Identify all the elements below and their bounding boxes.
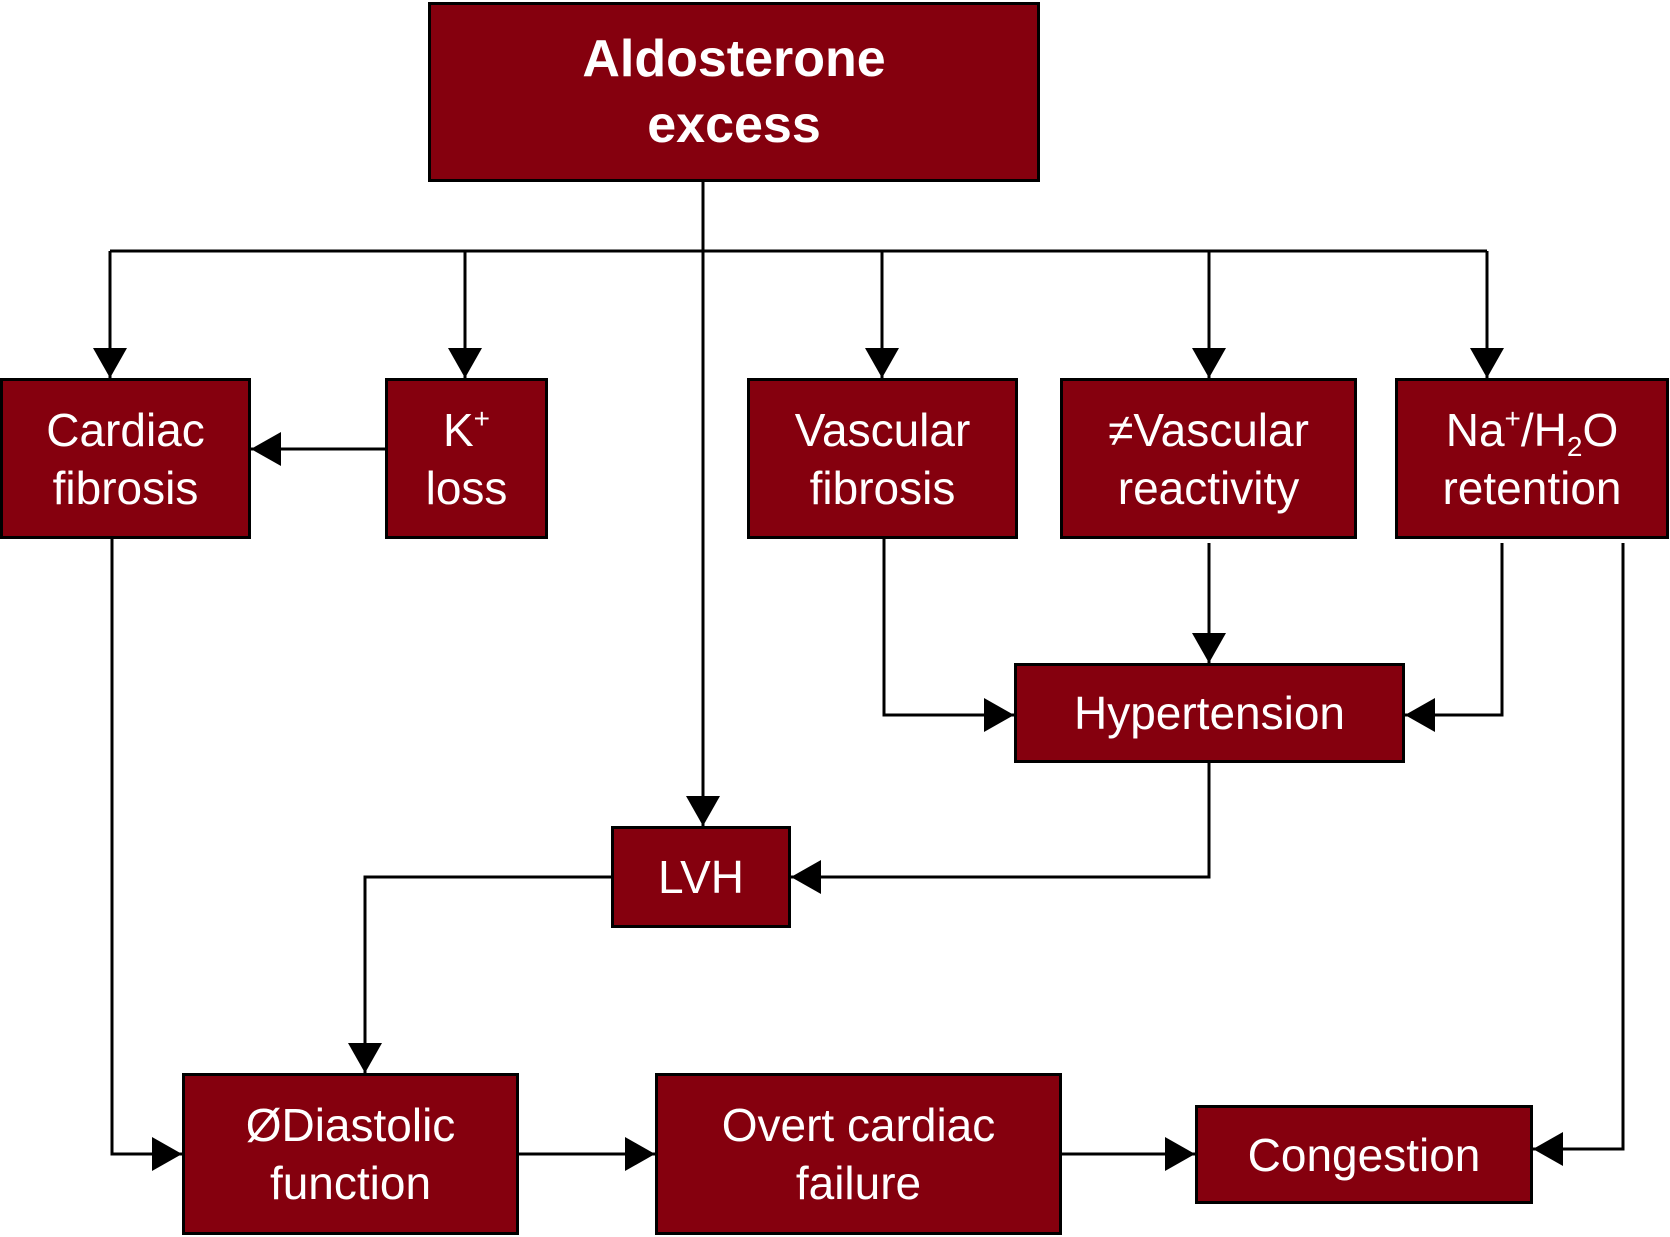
arrowhead-hypertension-top — [1192, 633, 1226, 663]
node-congestion: Congestion — [1195, 1105, 1533, 1204]
node-k-loss-line2: loss — [425, 461, 508, 514]
k-charge: + — [473, 402, 491, 434]
node-lvh-label: LVH — [657, 851, 745, 903]
node-congestion-label: Congestion — [1247, 1128, 1481, 1181]
arrowhead-lvh-right — [791, 860, 821, 894]
node-vascular-fibrosis-line1: Vascular — [794, 403, 971, 456]
arrow-vascular-fibrosis-to-hypertension — [882, 539, 1014, 717]
node-na-h2o-retention: Na+/H2O retention — [1395, 378, 1669, 539]
node-diastolic-function: ØDiastolic function — [182, 1073, 519, 1235]
arrowhead-diastolic-left — [152, 1137, 182, 1171]
connector-bus — [110, 182, 1487, 253]
arrowhead-overt-failure-left — [625, 1137, 655, 1171]
arrow-na-retention-to-hypertension — [1405, 543, 1504, 717]
node-diastolic-line2: function — [269, 1157, 432, 1209]
node-cardiac-fibrosis-line1: Cardiac — [46, 403, 205, 456]
node-vascular-fibrosis-line2: fibrosis — [809, 461, 956, 514]
arrowhead-vascular-fibrosis — [865, 348, 899, 378]
arrowhead-cardiac-fibrosis — [93, 348, 127, 378]
o-symbol: O — [1582, 403, 1619, 456]
node-hypertension-label: Hypertension — [1073, 687, 1346, 739]
k-symbol: K — [442, 403, 474, 456]
node-overt-failure-line1: Overt cardiac — [721, 1099, 996, 1151]
node-lvh: LVH — [611, 826, 791, 928]
node-aldosterone-line1: Aldosterone — [582, 30, 886, 88]
node-vascular-reactivity: ≠Vascular reactivity — [1060, 378, 1357, 539]
node-aldosterone-excess: Aldosterone excess — [428, 2, 1040, 182]
arrowhead-na-retention — [1470, 348, 1504, 378]
node-vascular-reactivity-line1: ≠Vascular — [1108, 403, 1309, 456]
node-k-loss-line1: K+ — [443, 401, 490, 459]
arrowhead-vascular-reactivity — [1192, 348, 1226, 378]
node-overt-cardiac-failure: Overt cardiac failure — [655, 1073, 1062, 1235]
arrowhead-k-loss — [448, 348, 482, 378]
arrow-hypertension-to-lvh — [791, 763, 1211, 879]
arrowhead-diastolic-top — [348, 1043, 382, 1073]
node-hypertension: Hypertension — [1014, 663, 1405, 763]
arrowhead-hypertension-left — [984, 698, 1014, 732]
h2-subscript: 2 — [1566, 430, 1583, 462]
node-cardiac-fibrosis-line2: fibrosis — [52, 461, 199, 514]
arrow-na-retention-to-congestion — [1533, 543, 1625, 1151]
node-na-retention-line2: retention — [1442, 461, 1622, 514]
h-symbol: /H — [1520, 403, 1567, 456]
arrowhead-hypertension-right — [1405, 698, 1435, 732]
node-vascular-reactivity-line2: reactivity — [1117, 461, 1300, 514]
node-overt-failure-line2: failure — [795, 1157, 922, 1209]
node-aldosterone-line2: excess — [647, 96, 821, 154]
arrowhead-congestion-right — [1533, 1132, 1563, 1166]
arrowhead-lvh-top — [686, 796, 720, 826]
na-symbol: Na — [1445, 403, 1505, 456]
arrowhead-cardiac-fibrosis-left — [251, 432, 281, 466]
arrow-cardiac-fibrosis-to-diastolic — [110, 539, 182, 1156]
node-diastolic-line1: ØDiastolic — [245, 1099, 456, 1151]
arrowhead-congestion-left — [1165, 1137, 1195, 1171]
node-k-loss: K+ loss — [385, 378, 548, 539]
na-charge: + — [1504, 402, 1521, 434]
node-vascular-fibrosis: Vascular fibrosis — [747, 378, 1018, 539]
node-na-retention-line1: Na+/H2O — [1445, 401, 1619, 462]
arrow-lvh-to-diastolic — [363, 875, 611, 1073]
node-cardiac-fibrosis: Cardiac fibrosis — [0, 378, 251, 539]
